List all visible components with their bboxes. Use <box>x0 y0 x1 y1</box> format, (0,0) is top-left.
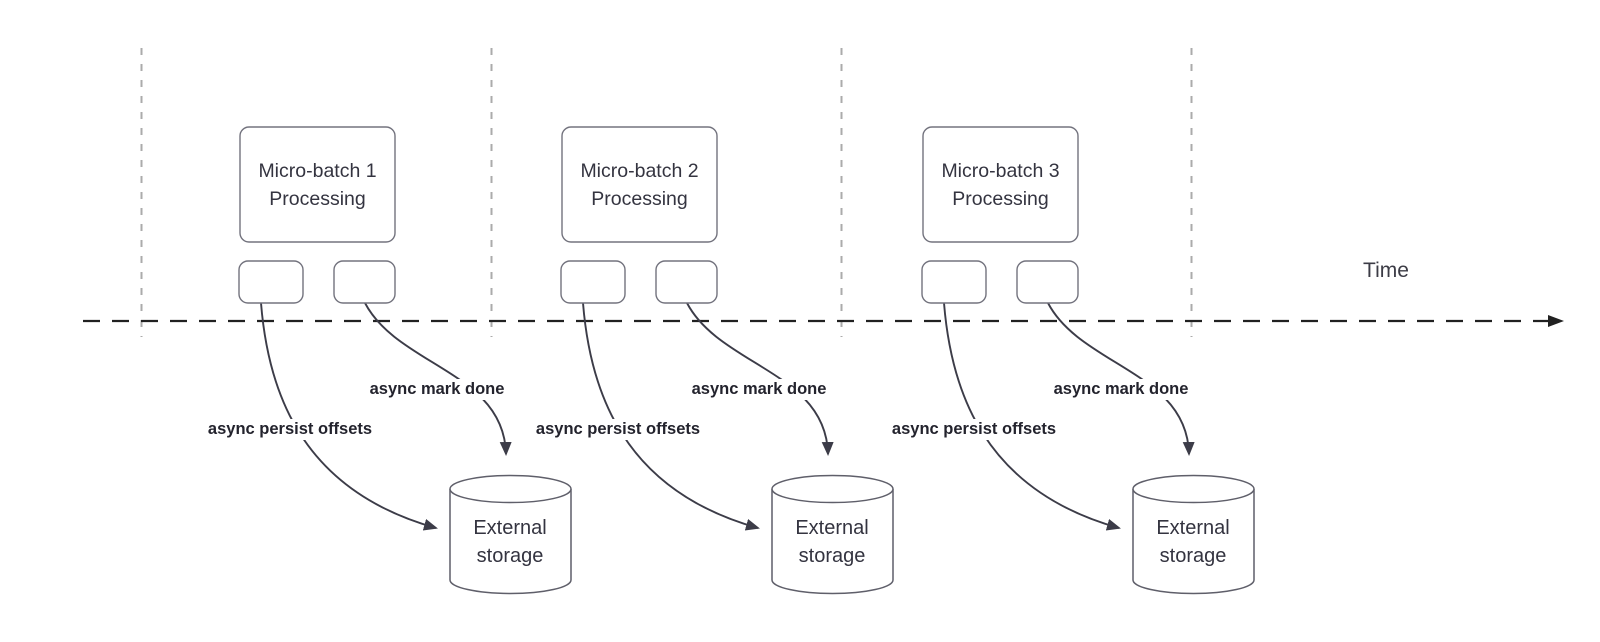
persist-offsets-label: async persist offsets <box>203 419 377 440</box>
external-storage-label: External storage <box>473 517 547 567</box>
processing-node-label: Micro-batch 1 Processing <box>258 159 377 210</box>
mark-done-label: async mark done <box>1049 379 1193 400</box>
mark-done-label: async mark done <box>365 379 509 400</box>
external-storage-cylinder-body <box>449 489 572 595</box>
persist-offsets-task-box <box>921 260 987 304</box>
persist-offsets-arrow <box>582 302 760 531</box>
processing-node-box <box>239 126 396 243</box>
processing-node-box <box>922 126 1079 243</box>
external-storage-cylinder-body <box>1132 489 1255 595</box>
external-storage-cylinder-top <box>1132 474 1255 504</box>
mark-done-label: async mark done <box>687 379 831 400</box>
external-storage-cylinder-top <box>449 474 572 504</box>
mark-done-task-box <box>333 260 396 304</box>
mark-done-arrow <box>364 302 512 456</box>
batch-group-1 <box>238 126 572 595</box>
time-axis-label: Time <box>1363 259 1409 282</box>
persist-offsets-label: async persist offsets <box>531 419 705 440</box>
mark-done-arrow <box>686 302 834 456</box>
persist-offsets-task-box <box>560 260 626 304</box>
processing-node-label: Micro-batch 3 Processing <box>941 159 1060 210</box>
processing-node-box <box>561 126 718 243</box>
external-storage-cylinder-body <box>771 489 894 595</box>
external-storage-label: External storage <box>795 517 869 567</box>
mark-done-arrow <box>1047 302 1195 456</box>
persist-offsets-arrow <box>260 302 438 531</box>
persist-offsets-task-box <box>238 260 304 304</box>
mark-done-task-box <box>655 260 718 304</box>
external-storage-label: External storage <box>1156 517 1230 567</box>
external-storage-cylinder-top <box>771 474 894 504</box>
mark-done-task-box <box>1016 260 1079 304</box>
persist-offsets-label: async persist offsets <box>887 419 1061 440</box>
batch-group-2 <box>560 126 894 595</box>
persist-offsets-arrow <box>943 302 1121 531</box>
processing-node-label: Micro-batch 2 Processing <box>580 159 699 210</box>
